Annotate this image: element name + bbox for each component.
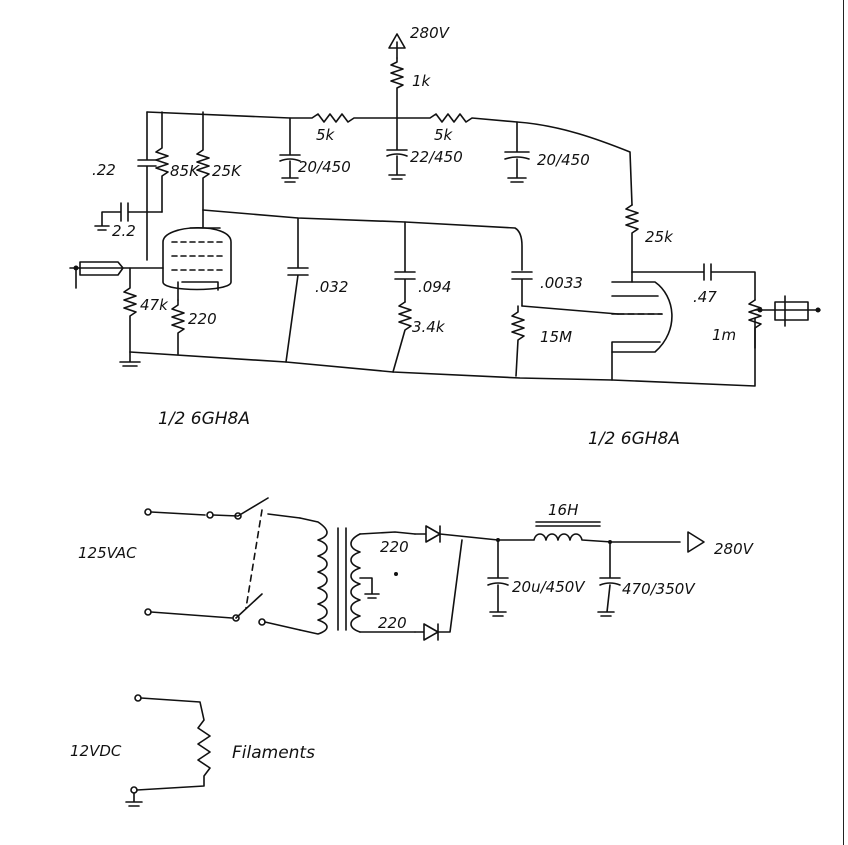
- label-2-2: 2.2: [112, 222, 136, 240]
- tube-label-right: 1/2 6GH8A: [588, 429, 680, 449]
- label-winding-220-top: 220: [380, 538, 409, 556]
- label-47k: 47k: [140, 296, 169, 314]
- label-125vac: 125VAC: [78, 544, 137, 562]
- ground-left: [119, 351, 141, 367]
- label-22-450: 22/450: [410, 148, 463, 166]
- ac-input-terminals: [144, 508, 233, 619]
- resistor-25k-left: [196, 111, 210, 211]
- cap-22-450: [386, 117, 408, 180]
- label-094: .094: [418, 278, 451, 296]
- label-20-450-left: 20/450: [298, 158, 351, 176]
- cap-20-450-left: [279, 117, 301, 183]
- top-rail: [146, 111, 633, 206]
- output-jack[interactable]: [754, 295, 821, 327]
- page-edge-line: [843, 0, 844, 845]
- label-12vdc: 12VDC: [70, 742, 122, 760]
- label-winding-220-bottom: 220: [378, 614, 407, 632]
- tube-pentode-left: [162, 209, 232, 301]
- label-022: .22: [92, 161, 116, 179]
- cap-20-450-right: [504, 121, 530, 183]
- input-jack[interactable]: [69, 261, 164, 289]
- resistor-85k: [155, 111, 169, 213]
- label-20u-450v: 20u/450V: [512, 578, 586, 596]
- supply-arrow-top: [388, 33, 406, 59]
- resistor-1m: [748, 299, 762, 349]
- label-25k-left: 25K: [212, 162, 242, 180]
- label-1k: 1k: [412, 72, 432, 90]
- label-5k-right: 5k: [434, 126, 454, 144]
- cap-470-350v: [496, 538, 621, 617]
- label-470-350v: 470/350V: [622, 580, 696, 598]
- cap-0033: [511, 271, 533, 307]
- label-15m: 15M: [540, 328, 572, 346]
- resistor-220: [171, 299, 185, 355]
- cap-094: [394, 221, 416, 303]
- cap-022: [137, 111, 157, 261]
- label-5k-left: 5k: [316, 126, 336, 144]
- filament-supply: [125, 694, 211, 807]
- label-0033: .0033: [540, 274, 583, 292]
- resistor-1k: [390, 57, 404, 119]
- label-filaments: Filaments: [232, 743, 315, 763]
- choke-16h: [497, 521, 681, 543]
- label-3-4k: 3.4k: [412, 318, 446, 336]
- resistor-47k: [123, 267, 137, 353]
- supply-label-top: 280V: [410, 24, 451, 42]
- label-20-450-right: 20/450: [537, 151, 590, 169]
- resistor-25k-right: [625, 204, 639, 273]
- dpst-switch[interactable]: [206, 497, 301, 631]
- cap-20u-450v: [487, 539, 509, 617]
- tube-label-left: 1/2 6GH8A: [158, 409, 250, 429]
- plate-line: [202, 209, 523, 271]
- label-280v-out: 280V: [714, 540, 755, 558]
- rectifier-diodes: [414, 525, 499, 641]
- resistor-15m: [511, 305, 619, 377]
- ground-bus: [129, 317, 756, 387]
- label-25k-right: 25k: [645, 228, 674, 246]
- tube-triode-right: [611, 271, 673, 381]
- supply-arrow-out: [687, 531, 705, 553]
- label-16h: 16H: [548, 501, 578, 519]
- power-transformer: [299, 517, 416, 635]
- label-47: .47: [693, 288, 717, 306]
- cap-2-2: [94, 202, 163, 231]
- label-220: 220: [188, 310, 217, 328]
- label-85k: 85K: [170, 162, 200, 180]
- cap-47: [631, 263, 756, 301]
- cap-032: [285, 217, 309, 363]
- label-032: .032: [315, 278, 348, 296]
- label-1m: 1m: [712, 326, 736, 344]
- resistor-3-4k: [392, 301, 412, 373]
